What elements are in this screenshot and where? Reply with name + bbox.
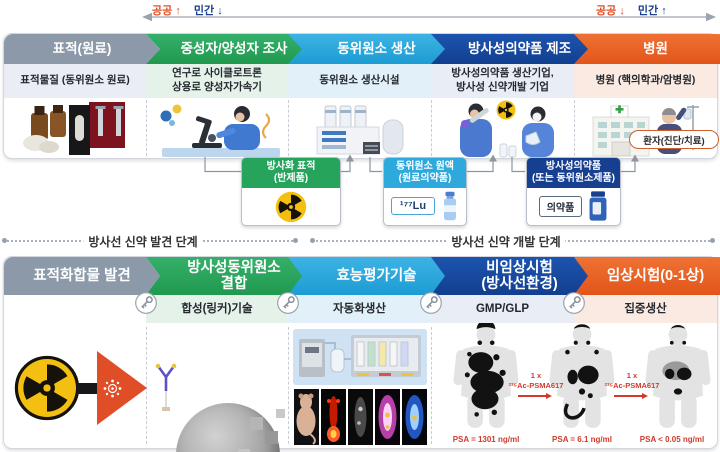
pixel-square: [250, 417, 263, 430]
vial-icon: [444, 192, 457, 221]
mouse-scan-gray: [348, 389, 373, 445]
callout-connectors: [204, 154, 639, 173]
radiation-icon-large: [14, 355, 80, 421]
legend-right-public: 공공: [596, 5, 617, 17]
patient-label: 환자(진단/치료): [629, 130, 719, 149]
key-icon: [563, 292, 585, 314]
treatment-arrow-1: [518, 392, 552, 399]
key-icon: [277, 292, 299, 314]
mouse-scan-magenta: [375, 389, 400, 445]
top-stage-radiopharma-manufacture: 방사성의약품 제조: [431, 34, 598, 64]
top-sub-manufacture: 방사성의약품 생산기업,방사성 신약개발 기업: [431, 64, 574, 98]
bottom-stage-clinical: 임상시험(0-1상): [574, 257, 720, 295]
lu177-tag: ¹⁷⁷Lu: [390, 197, 436, 216]
psa-value-3: PSA < 0.05 ng/ml: [639, 435, 705, 444]
mouse-photo: [294, 389, 319, 445]
up-arrow-icon: ↑: [175, 5, 181, 17]
pet-scan-final: [645, 324, 711, 428]
pixel-square: [238, 449, 250, 452]
callout-isotope-solution: 동위원소 원액(원료의약품) ¹⁷⁷Lu: [383, 157, 467, 226]
top-stage-hospital: 병원: [574, 34, 720, 64]
automation-equipment-image: [293, 329, 427, 385]
bottom-illustration-row: CancerCell: [4, 323, 717, 452]
production-facility-illustration: [316, 105, 404, 155]
target-material-photo: [23, 102, 125, 155]
callout-activated-target: 방사화 표적(반제품): [241, 157, 341, 226]
down-arrow-icon: ↓: [619, 5, 625, 17]
top-stage-isotope-production: 동위원소 생산: [288, 34, 455, 64]
down-arrow-icon: ↓: [217, 5, 223, 17]
pill-bottle-icon: [589, 191, 607, 221]
treatment-arrow-2: [614, 392, 648, 399]
psa-value-2: PSA = 6.1 ng/ml: [552, 435, 612, 444]
antibody-icon: [155, 363, 177, 411]
pet-scan-baseline: [453, 323, 519, 428]
pet-scan-mid: [549, 324, 615, 428]
bottom-sub-linker: 합성(링커)기술: [146, 295, 288, 323]
mouse-imaging-strip: [294, 389, 427, 445]
legend-right-private: 민간: [637, 5, 659, 17]
mouse-scan-red: [321, 389, 346, 445]
bottom-sub-gmp: GMP/GLP: [431, 295, 574, 323]
psa-value-1: PSA = 1301 ng/ml: [452, 435, 520, 444]
bottom-sub-production: 집중생산: [574, 295, 717, 323]
radiation-icon: [275, 191, 307, 223]
connector-bar: [76, 383, 100, 394]
key-icon: [135, 292, 157, 314]
top-stage-irradiation: 중성자/양성자 조사: [146, 34, 312, 64]
top-sub-target: 표적물질 (동위원소 원료): [4, 64, 146, 98]
top-stage-target: 표적(원료): [4, 34, 160, 64]
legend-left: 공공 ↑ 민간 ↓: [152, 2, 223, 18]
molecule-icon: [103, 379, 122, 398]
pixel-square: [265, 431, 278, 444]
key-icon: [420, 292, 442, 314]
bottom-stage-nonclinical: 비임상시험(방사선환경): [431, 257, 598, 295]
up-arrow-icon: ↑: [661, 5, 667, 17]
legend-left-public: 공공: [152, 5, 173, 17]
discovery-stage-label: 방사선 신약 발견 단계: [83, 232, 203, 250]
top-illustration-row: 환자(진단/치료): [4, 98, 719, 158]
radiopharma-researchers-illustration: [460, 100, 554, 158]
legend-right: 공공 ↓ 민간 ↑: [596, 2, 667, 18]
pixel-square: [276, 409, 285, 418]
legend-left-private: 민간: [193, 5, 215, 17]
callout-radiopharmaceutical: 방사성의약품(또는 동위원소제품) 의약품: [526, 157, 621, 226]
bottom-stage-target-discovery: 표적화합물 발견: [4, 257, 160, 295]
cyclotron-researcher-illustration: [160, 104, 280, 157]
development-stage-label: 방사선 신약 개발 단계: [446, 232, 566, 250]
top-sub-isotope: 동위원소 생산시설: [288, 64, 431, 98]
top-sub-hospital: 병원 (핵의학과/암병원): [574, 64, 717, 98]
supply-chain-block: 표적(원료) 중성자/양성자 조사 동위원소 생산 방사성의약품 제조 병원 표…: [3, 33, 720, 159]
public-private-axis-arrow: [142, 12, 716, 22]
mouse-scan-blue: [402, 389, 427, 445]
cancer-cell-image: [176, 403, 280, 452]
bottom-sub-automation: 자동화생산: [288, 295, 431, 323]
medicine-tag: 의약품: [538, 195, 583, 217]
bottom-stage-efficacy-evaluation: 효능평가기술: [288, 257, 455, 295]
